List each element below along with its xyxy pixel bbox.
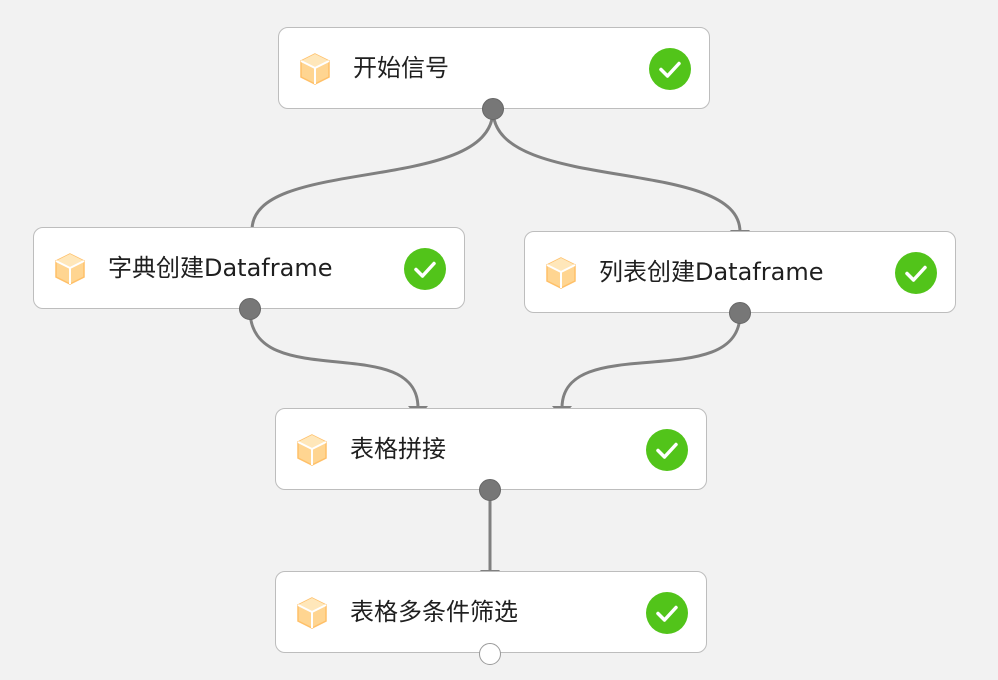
output-port[interactable] bbox=[239, 298, 261, 320]
output-port[interactable] bbox=[482, 98, 504, 120]
output-port[interactable] bbox=[729, 302, 751, 324]
cube-icon bbox=[55, 253, 85, 285]
node-dict-create-dataframe[interactable]: 字典创建Dataframe bbox=[33, 227, 465, 309]
success-check-icon bbox=[649, 48, 691, 90]
success-check-icon bbox=[646, 429, 688, 471]
success-check-icon bbox=[404, 248, 446, 290]
cube-icon bbox=[546, 257, 576, 289]
success-check-icon bbox=[895, 252, 937, 294]
node-table-concat[interactable]: 表格拼接 bbox=[275, 408, 707, 490]
success-check-icon bbox=[646, 592, 688, 634]
output-port[interactable] bbox=[479, 479, 501, 501]
connector-start-to-dict bbox=[250, 109, 495, 231]
cube-icon bbox=[297, 597, 327, 629]
connector-list-to-concat bbox=[560, 313, 742, 409]
connector-dict-to-concat bbox=[248, 309, 420, 409]
node-label: 字典创建Dataframe bbox=[108, 254, 333, 282]
node-list-create-dataframe[interactable]: 列表创建Dataframe bbox=[524, 231, 956, 313]
node-label: 开始信号 bbox=[353, 54, 449, 82]
node-label: 表格多条件筛选 bbox=[350, 598, 518, 626]
cube-icon bbox=[297, 434, 327, 466]
connector-start-to-list bbox=[491, 109, 742, 233]
node-start-signal[interactable]: 开始信号 bbox=[278, 27, 710, 109]
output-port-empty[interactable] bbox=[479, 643, 501, 665]
node-label: 表格拼接 bbox=[350, 435, 446, 463]
node-table-multi-condition-filter[interactable]: 表格多条件筛选 bbox=[275, 571, 707, 653]
node-label: 列表创建Dataframe bbox=[599, 258, 824, 286]
cube-icon bbox=[300, 53, 330, 85]
